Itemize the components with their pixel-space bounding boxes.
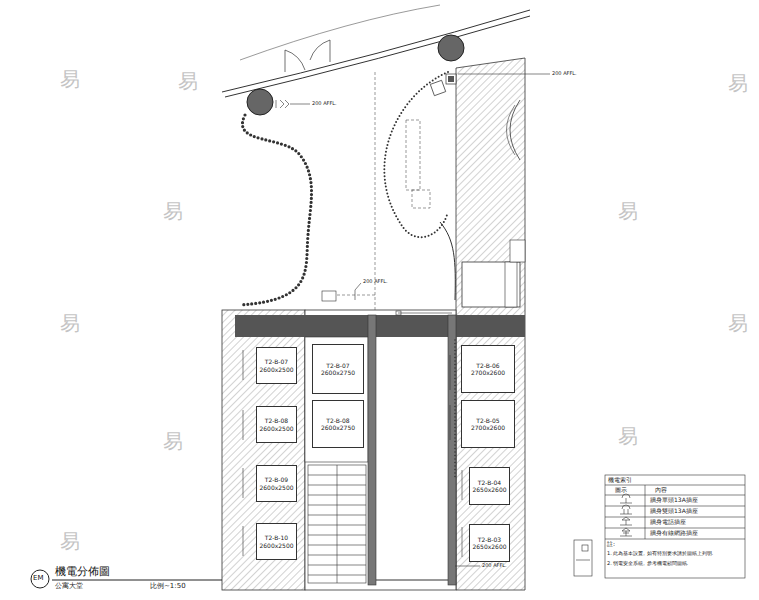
note-text: 1. 此為基本設置, 如有特別要求請於圖紙上列明.	[607, 551, 713, 557]
room-box: T2-B-072600x2500	[256, 347, 297, 384]
note-heading: 註:	[607, 541, 615, 548]
room-code: T2-B-07	[326, 362, 349, 369]
table-header: 內容	[655, 487, 667, 494]
table-title: 機電索引	[608, 477, 632, 484]
room-size: 2700x2600	[471, 424, 505, 431]
room-code: T2-B-10	[265, 534, 288, 541]
note-text: 2. 弱電安全系統, 參考機電顧問圖紙.	[607, 561, 688, 567]
drawing-title: 機電分佈圖	[55, 566, 110, 578]
room-size: 2600x2500	[259, 366, 293, 373]
room-box: T2-B-042650x2600	[469, 467, 510, 505]
elevation-note: 200 AFFL.	[312, 101, 337, 107]
legend-text: 牆身有線網路插座	[650, 530, 698, 537]
watermark: 易	[728, 312, 748, 334]
legend-text: 牆身雙頭13A插座	[650, 508, 698, 515]
legend-text: 牆身電話插座	[650, 519, 686, 526]
table-header: 圖示	[615, 487, 627, 494]
room-code: T2-B-08	[326, 417, 349, 424]
legend-symbols	[620, 494, 632, 536]
room-size: 2700x2600	[471, 369, 505, 376]
scale-note: 比例~1:50	[150, 583, 186, 591]
watermark: 易	[60, 312, 80, 334]
room-box: T2-B-062700x2600	[461, 345, 515, 393]
room-code: T2-B-04	[478, 479, 501, 486]
watermark: 易	[618, 200, 638, 222]
room-box: T2-B-072600x2750	[312, 344, 364, 394]
room-box: T2-B-082600x2500	[256, 406, 297, 443]
room-box: T2-B-052700x2600	[461, 400, 515, 448]
room-size: 2600x2500	[259, 542, 293, 549]
room-box: T2-B-032650x2600	[469, 524, 510, 562]
watermark: 易	[163, 200, 183, 222]
room-code: T2-B-09	[265, 476, 288, 483]
room-code: T2-B-03	[478, 536, 501, 543]
room-code: T2-B-08	[265, 417, 288, 424]
drawing-code: EM	[33, 575, 43, 583]
room-size: 2600x2500	[259, 484, 293, 491]
elevation-note: 200 AFFL.	[363, 279, 388, 285]
room-size: 2650x2600	[472, 486, 506, 493]
watermark: 易	[60, 68, 80, 90]
room-box: T2-B-092600x2500	[256, 465, 297, 502]
drawing-subtitle: 公寓大堂	[55, 583, 83, 591]
watermark: 易	[163, 430, 183, 452]
elevation-note: 200 AFFL.	[552, 71, 577, 77]
room-box: T2-B-102600x2500	[256, 523, 297, 560]
watermark: 易	[728, 72, 748, 94]
watermark: 易	[618, 425, 638, 447]
room-code: T2-B-07	[265, 358, 288, 365]
room-code: T2-B-05	[476, 417, 499, 424]
room-box: T2-B-082600x2750	[312, 400, 364, 448]
watermark: 易	[178, 70, 198, 92]
room-size: 2600x2750	[321, 369, 355, 376]
room-size: 2600x2500	[259, 425, 293, 432]
room-code: T2-B-06	[476, 362, 499, 369]
elevation-note: 200 AFFL.	[482, 563, 507, 569]
watermark: 易	[60, 530, 80, 552]
room-size: 2600x2750	[321, 424, 355, 431]
room-size: 2650x2600	[472, 543, 506, 550]
legend-text: 牆身單頭13A插座	[650, 497, 698, 504]
